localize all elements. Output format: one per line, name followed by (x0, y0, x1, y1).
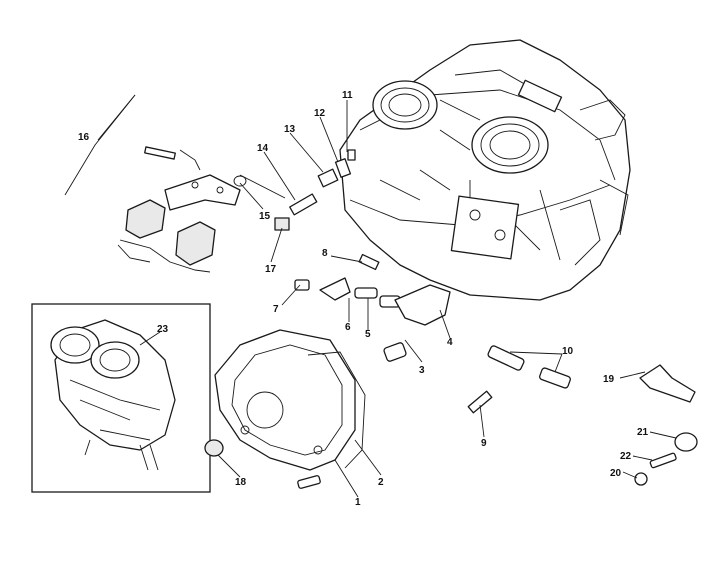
callout-12: 12 (314, 108, 326, 119)
callout-16: 16 (78, 132, 90, 143)
cover-screw (297, 475, 321, 489)
callout-19: 19 (603, 374, 615, 385)
plug-part-18 (204, 439, 224, 457)
callout-6: 6 (345, 322, 351, 333)
callout-labels: 1 2 3 4 5 6 7 8 9 10 11 12 13 14 15 16 1… (78, 90, 649, 508)
callout-2: 2 (378, 477, 384, 488)
callout-14: 14 (257, 143, 269, 154)
cover-gasket-part-2 (307, 351, 366, 469)
nut-part-21 (674, 432, 698, 452)
carburetor-body-assembly (339, 39, 631, 301)
linkage-bracket-part-16 (64, 94, 247, 273)
fitting-parts (467, 345, 571, 414)
callout-10: 10 (562, 346, 574, 357)
callout-4: 4 (447, 337, 453, 348)
callout-17: 17 (265, 264, 277, 275)
callout-1: 1 (355, 497, 361, 508)
lever-assembly (294, 253, 451, 362)
callout-20: 20 (610, 468, 622, 479)
callout-9: 9 (481, 438, 487, 449)
callout-11: 11 (342, 90, 353, 101)
carburetor-assembly-part-23 (50, 319, 176, 471)
callout-21: 21 (637, 427, 649, 438)
callout-8: 8 (322, 248, 328, 259)
callout-5: 5 (365, 329, 371, 340)
carburetor-cover-part-1 (214, 329, 356, 471)
callout-13: 13 (284, 124, 296, 135)
jet-parts-group (274, 149, 356, 231)
leader-lines (97, 94, 677, 498)
callout-15: 15 (259, 211, 271, 222)
callout-3: 3 (419, 365, 425, 376)
callout-22: 22 (620, 451, 632, 462)
callout-18: 18 (235, 477, 247, 488)
callout-7: 7 (273, 304, 279, 315)
washer-part-20 (634, 472, 648, 486)
callout-23: 23 (157, 324, 169, 335)
bolt-part-22 (649, 452, 677, 469)
clamp-part-19 (639, 364, 696, 403)
